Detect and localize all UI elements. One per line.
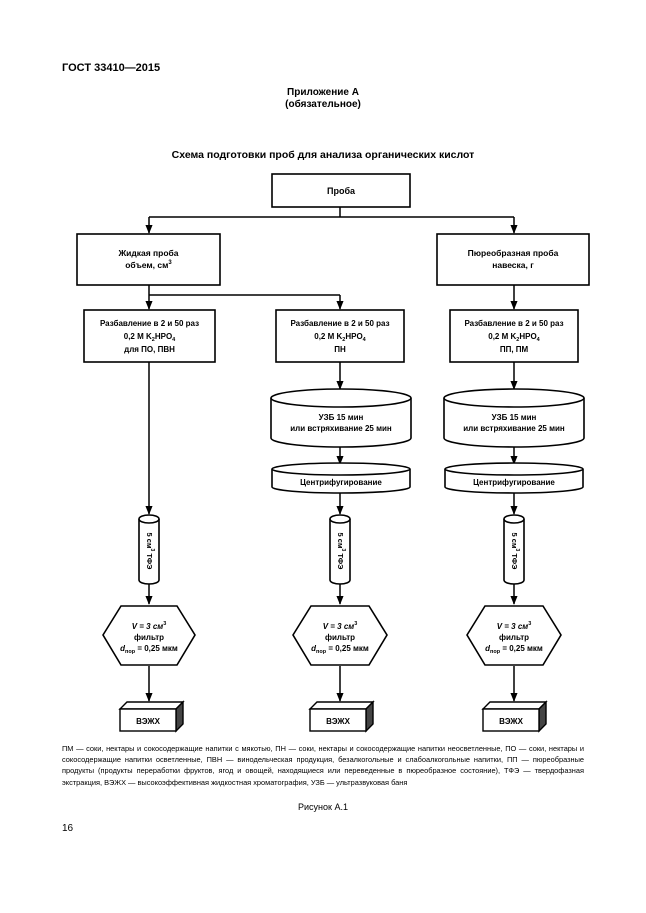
scheme-title: Схема подготовки проб для анализа органи… (171, 149, 475, 161)
shaking-label: или встряхивание 25 мин (463, 424, 565, 433)
sample-label: Проба (327, 186, 356, 196)
filter-pore-size: dпор = 0,25 мкм (120, 644, 178, 655)
dilution-box-middle: Разбавление в 2 и 50 раз 0,2 М K2HPO4 ПН (275, 309, 405, 363)
puree-sample-mass: навеска, г (492, 260, 534, 270)
filter-pore-size: dпор = 0,25 мкм (311, 644, 369, 655)
hplc-box-left: ВЭЖХ (118, 700, 185, 733)
liquid-sample-box: Жидкая проба объем, см3 (76, 233, 221, 286)
dilution-product-types: ПН (334, 345, 346, 354)
filter-label: фильтр (499, 633, 529, 642)
dilution-label: Разбавление в 2 и 50 раз (464, 319, 563, 328)
filter-hexagon-left: V = 3 см3 фильтр dпор = 0,25 мкм (102, 605, 196, 666)
filter-hexagon-middle: V = 3 см3 фильтр dпор = 0,25 мкм (292, 605, 388, 666)
hplc-box-middle: ВЭЖХ (308, 700, 375, 733)
shaking-label: или встряхивание 25 мин (290, 424, 392, 433)
hplc-box-right: ВЭЖХ (481, 700, 548, 733)
filter-volume: V = 3 см3 (323, 621, 358, 631)
centrifuge-label: Центрифугирование (473, 478, 555, 487)
spe-cartridge-middle: 5 см3 ТФЭ (329, 514, 351, 585)
filter-label: фильтр (325, 633, 355, 642)
dilution-product-types: для ПО, ПВН (124, 345, 175, 354)
ultrasound-drum-middle: УЗБ 15 мин или встряхивание 25 мин (270, 388, 412, 448)
centrifuge-drum-middle: Центрифугирование (271, 462, 411, 494)
puree-sample-label: Пюреобразная проба (468, 248, 559, 258)
filter-pore-size: dпор = 0,25 мкм (485, 644, 543, 655)
spe-cartridge-left: 5 см3 ТФЭ (138, 514, 160, 585)
standard-number: ГОСТ 33410—2015 (62, 62, 161, 74)
liquid-sample-volume: объем, см3 (125, 260, 172, 270)
centrifuge-label: Центрифугирование (300, 478, 382, 487)
hplc-label: ВЭЖХ (136, 717, 161, 726)
dilution-label: Разбавление в 2 и 50 раз (290, 319, 389, 328)
sample-box: Проба (271, 173, 411, 208)
hplc-label: ВЭЖХ (326, 717, 351, 726)
appendix-heading: Приложение А (обязательное) (0, 87, 646, 111)
dilution-label: Разбавление в 2 и 50 раз (100, 319, 199, 328)
dilution-box-left: Разбавление в 2 и 50 раз 0,2 М K2HPO4 дл… (83, 309, 216, 363)
liquid-sample-label: Жидкая проба (117, 248, 178, 258)
appendix-status: (обязательное) (285, 99, 361, 110)
dilution-reagent: 0,2 М K2HPO4 (314, 332, 366, 343)
abbreviation-notes: ПМ — соки, нектары и сокосодержащие напи… (62, 744, 584, 787)
spe-label: 5 см3 ТФЭ (336, 533, 346, 571)
dilution-box-right: Разбавление в 2 и 50 раз 0,2 М K2HPO4 ПП… (449, 309, 579, 363)
filter-volume: V = 3 см3 (132, 621, 167, 631)
filter-hexagon-right: V = 3 см3 фильтр dпор = 0,25 мкм (466, 605, 562, 666)
spe-cartridge-right: 5 см3 ТФЭ (503, 514, 525, 585)
ultrasound-label: УЗБ 15 мин (492, 413, 537, 422)
ultrasound-label: УЗБ 15 мин (319, 413, 364, 422)
filter-label: фильтр (134, 633, 164, 642)
centrifuge-drum-right: Центрифугирование (444, 462, 584, 494)
spe-label: 5 см3 ТФЭ (510, 533, 520, 571)
filter-volume: V = 3 см3 (497, 621, 532, 631)
spe-label: 5 см3 ТФЭ (145, 533, 155, 571)
figure-caption: Рисунок А.1 (298, 802, 348, 812)
connector-lines (145, 207, 518, 702)
ultrasound-drum-right: УЗБ 15 мин или встряхивание 25 мин (443, 388, 585, 448)
dilution-product-types: ПП, ПМ (500, 345, 529, 354)
puree-sample-box: Пюреобразная проба навеска, г (436, 233, 590, 286)
hplc-label: ВЭЖХ (499, 717, 524, 726)
dilution-reagent: 0,2 М K2HPO4 (124, 332, 176, 343)
dilution-reagent: 0,2 М K2HPO4 (488, 332, 540, 343)
appendix-title: Приложение А (287, 87, 359, 98)
page-number: 16 (62, 823, 74, 834)
